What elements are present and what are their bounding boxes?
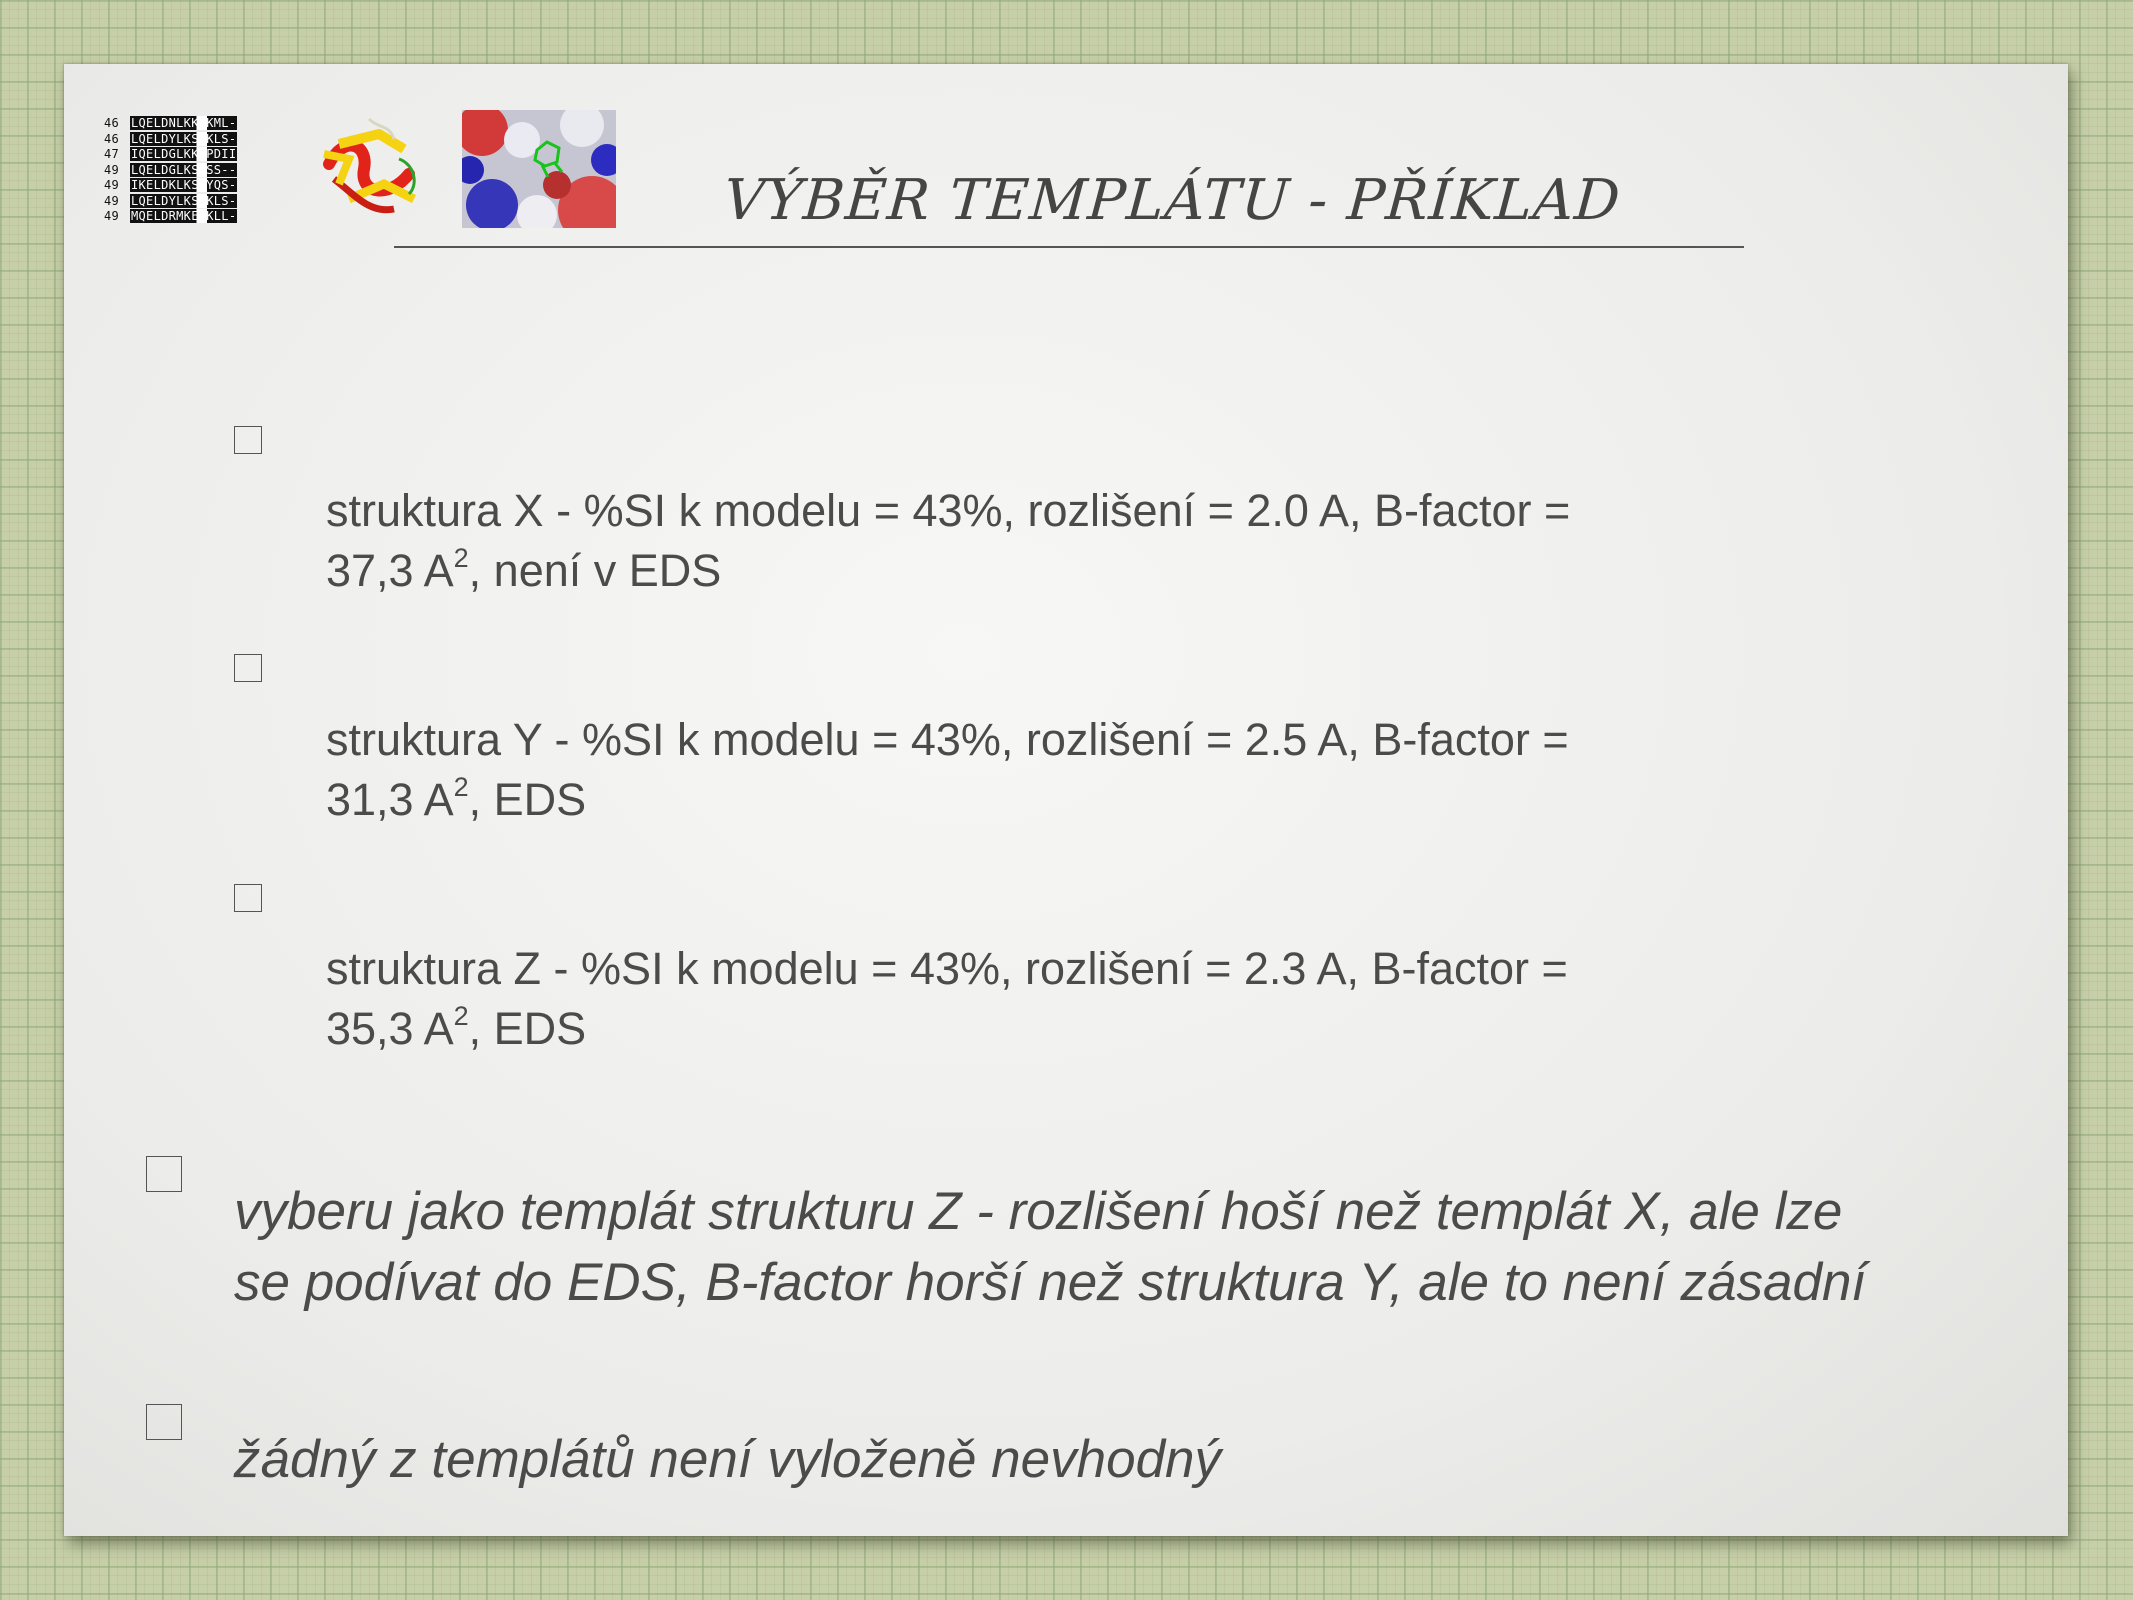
list-item-structure-y: struktura Y - %SI k modelu = 43%, rozliš… bbox=[326, 714, 1569, 825]
checkbox-bullet bbox=[146, 1156, 182, 1192]
checkbox-bullet bbox=[234, 426, 262, 454]
slide-title: VÝBĚR TEMPLÁTU - PŘÍKLAD bbox=[721, 168, 1623, 233]
list-item-structure-x: struktura X - %SI k modelu = 43%, rozliš… bbox=[326, 485, 1571, 596]
list-item-note: žádný z templátů není vyloženě nevhodný bbox=[234, 1430, 1222, 1489]
title-underline bbox=[394, 246, 1744, 248]
protein-ribbon-image bbox=[323, 117, 417, 214]
list-item-structure-z: struktura Z - %SI k modelu = 43%, rozliš… bbox=[326, 943, 1568, 1054]
protein-surface-image bbox=[462, 110, 616, 228]
checkbox-bullet bbox=[146, 1404, 182, 1440]
checkbox-bullet bbox=[234, 884, 262, 912]
checkbox-bullet bbox=[234, 654, 262, 682]
list-item-conclusion: vyberu jako templát strukturu Z - rozliš… bbox=[234, 1182, 1867, 1312]
